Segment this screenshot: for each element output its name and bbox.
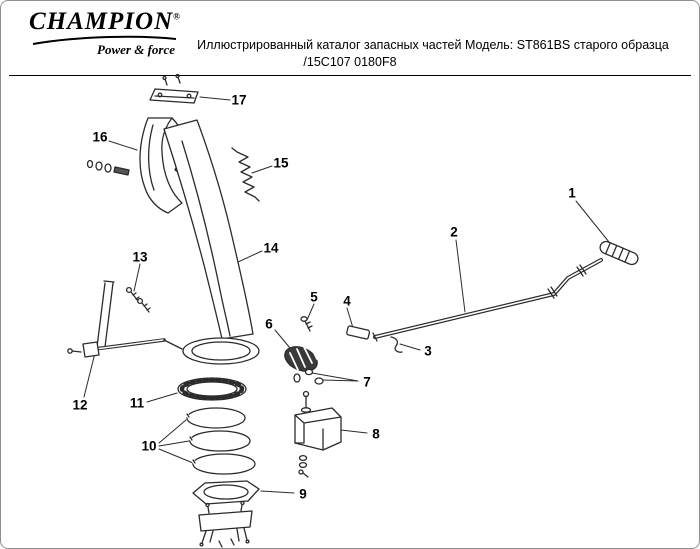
- retainer-clip: [390, 336, 403, 353]
- rod-end-sleeve: [346, 325, 371, 340]
- bottom-stand: [198, 500, 253, 548]
- mount-bracket: [294, 390, 342, 478]
- logo-swoosh: [32, 35, 177, 45]
- registered-mark: ®: [173, 11, 181, 22]
- catalog-title-line1: Иллюстрированный каталог запасных частей…: [197, 38, 669, 52]
- crank-handle-grip: [599, 240, 639, 266]
- chute-base-ring: [182, 337, 260, 365]
- catalog-title-line2: /15C107 0180F8: [303, 55, 397, 69]
- small-bolt: [300, 316, 313, 332]
- worm-gear: [284, 346, 318, 372]
- spring: [231, 147, 260, 202]
- rotation-gear-ring: [177, 377, 247, 401]
- crank-rod: [372, 258, 603, 342]
- chute-column: [163, 119, 254, 340]
- leader-lines: [83, 96, 614, 494]
- friction-rings: [185, 407, 256, 475]
- hex-base-ring: [192, 480, 260, 505]
- chute-mount-bracket: [149, 73, 199, 104]
- logo-tagline: Power & force: [97, 42, 175, 57]
- logo-wordmark: CHAMPION®: [29, 8, 181, 35]
- support-rod: [67, 280, 183, 358]
- header-separator: [9, 75, 691, 76]
- fastener-screws: [125, 286, 151, 313]
- washers: [293, 368, 324, 385]
- champion-logo: CHAMPION® Power & force: [29, 9, 181, 56]
